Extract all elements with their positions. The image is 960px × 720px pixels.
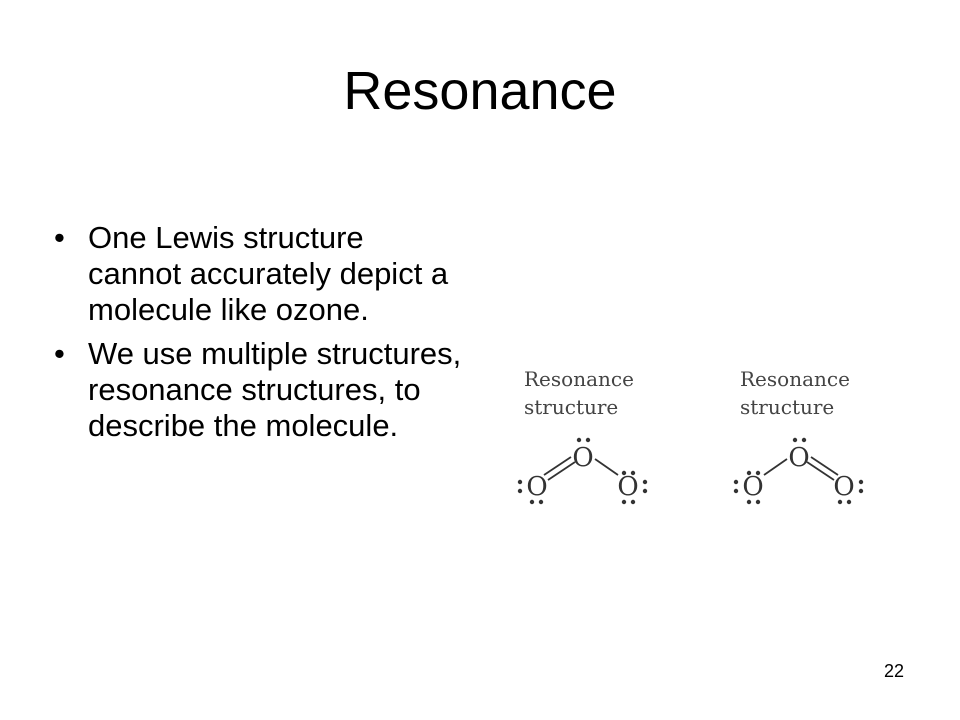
bullet-item: • One Lewis structure cannot accurately … <box>52 220 462 328</box>
lone-pair-dot <box>630 499 636 505</box>
page-number: 22 <box>883 661 904 681</box>
left-oxygen-atom: O <box>742 472 763 502</box>
resonance-structure-2: Resonance structure O O O <box>733 367 864 505</box>
lone-pair-dot <box>755 470 761 476</box>
right-oxygen-atom: O <box>617 472 638 502</box>
lone-pair-dot <box>792 437 798 443</box>
lone-pair-dot <box>630 470 636 476</box>
structure-caption-line1: Resonance <box>740 367 850 391</box>
double-bond-line <box>547 461 576 481</box>
lone-pair-dot <box>846 499 852 505</box>
lone-pair-dot <box>642 488 648 494</box>
structure-caption-line1: Resonance <box>524 367 634 391</box>
lone-pair-dot <box>746 499 752 505</box>
lone-pair-dot <box>517 479 523 485</box>
lone-pair-dot <box>642 479 648 485</box>
resonance-structure-1: Resonance structure O O O <box>517 367 648 505</box>
slide-title: Resonance <box>343 61 617 121</box>
bullet-marker: • <box>54 220 65 255</box>
structure-caption-line2: structure <box>740 395 834 419</box>
lone-pair-dot <box>733 479 739 485</box>
single-bond-line <box>594 458 619 476</box>
lone-pair-dot <box>621 499 627 505</box>
lone-pair-dot <box>837 499 843 505</box>
bullet-marker: • <box>54 336 65 371</box>
lone-pair-dot <box>576 437 582 443</box>
central-oxygen-atom: O <box>572 443 593 473</box>
lone-pair-dot <box>585 437 591 443</box>
lone-pair-dot <box>801 437 807 443</box>
lone-pair-dot <box>621 470 627 476</box>
lone-pair-dot <box>733 488 739 494</box>
lone-pair-dot <box>538 499 544 505</box>
lone-pair-dot <box>517 488 523 494</box>
lone-pair-dot <box>755 499 761 505</box>
bullet-list: • One Lewis structure cannot accurately … <box>52 220 462 452</box>
lone-pair-dot <box>858 479 864 485</box>
left-oxygen-atom: O <box>526 472 547 502</box>
lone-pair-dot <box>858 488 864 494</box>
ozone-resonance-figure: Resonance structure O O O Resonance stru… <box>517 367 864 505</box>
double-bond-line <box>810 456 839 476</box>
right-oxygen-atom: O <box>833 472 854 502</box>
central-oxygen-atom: O <box>788 443 809 473</box>
lone-pair-dot <box>746 470 752 476</box>
lone-pair-dot <box>529 499 535 505</box>
double-bond-line <box>543 456 572 476</box>
bullet-text: We use multiple structures, resonance st… <box>88 336 462 443</box>
bullet-item: • We use multiple structures, resonance … <box>52 336 462 444</box>
single-bond-line <box>763 458 788 476</box>
structure-caption-line2: structure <box>524 395 618 419</box>
bullet-text: One Lewis structure cannot accurately de… <box>88 220 449 327</box>
double-bond-line <box>806 461 835 481</box>
